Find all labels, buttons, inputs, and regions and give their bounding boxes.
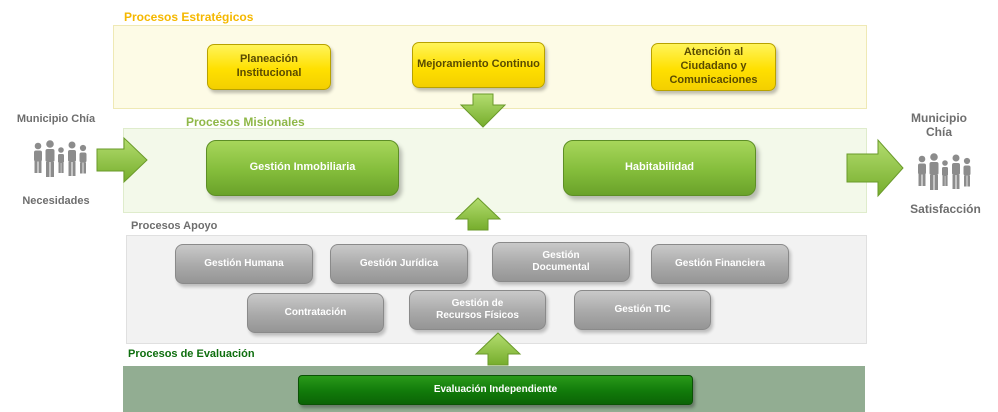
strategic-section-title: Procesos Estratégicos: [124, 10, 254, 24]
support-box-contratacion[interactable]: Contratación: [247, 293, 384, 333]
support-box-gestion-juridica[interactable]: Gestión Jurídica: [330, 244, 468, 284]
strategic-box-mejoramiento[interactable]: Mejoramiento Continuo: [412, 42, 545, 88]
missional-box-gestion-inmobiliaria[interactable]: Gestión Inmobiliaria: [206, 140, 399, 196]
missional-section-title: Procesos Misionales: [186, 115, 305, 129]
evaluation-box-independiente[interactable]: Evaluación Independiente: [298, 375, 693, 405]
missional-box-habitabilidad[interactable]: Habitabilidad: [563, 140, 756, 196]
evaluation-section-title: Procesos de Evaluación: [128, 348, 255, 360]
left-entity-caption: Necesidades: [22, 195, 90, 207]
strategic-box-atencion[interactable]: Atención al Ciudadano y Comunicaciones: [651, 43, 776, 91]
people-group-icon: [34, 140, 87, 177]
support-box-gestion-documental[interactable]: Gestión Documental: [492, 242, 630, 282]
arrow-down-strategic-to-missional: [459, 93, 507, 128]
arrow-right-input: [96, 136, 148, 184]
arrow-up-evaluation-to-support: [474, 332, 522, 366]
strategic-box-planeacion[interactable]: Planeación Institucional: [207, 44, 331, 90]
arrow-right-output: [846, 138, 904, 198]
support-section-title: Procesos Apoyo: [131, 220, 218, 232]
left-entity-title: Municipio Chía: [16, 113, 96, 125]
right-entity-caption: Satisfacción: [910, 202, 981, 216]
people-group-icon: [918, 153, 971, 190]
support-box-gestion-humana[interactable]: Gestión Humana: [175, 244, 313, 284]
support-box-gestion-recursos-fisicos[interactable]: Gestión de Recursos Físicos: [409, 290, 546, 330]
support-box-gestion-tic[interactable]: Gestión TIC: [574, 290, 711, 330]
arrow-up-support-to-missional: [454, 197, 502, 231]
right-entity-title: Municipio Chía: [911, 111, 967, 140]
support-box-gestion-financiera[interactable]: Gestión Financiera: [651, 244, 789, 284]
